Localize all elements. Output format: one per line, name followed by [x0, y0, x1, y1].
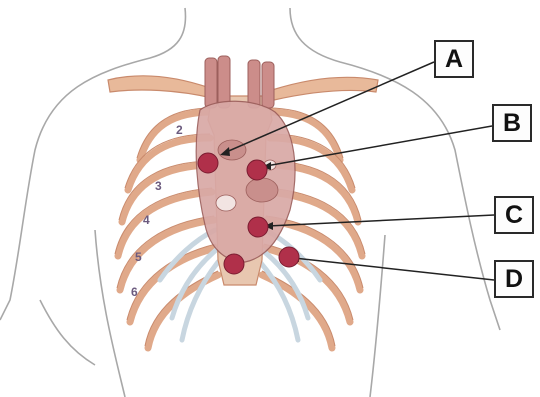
- rib-number: 6: [131, 285, 138, 299]
- leader-line-b: [266, 126, 492, 166]
- callout-b-text: B: [503, 109, 521, 138]
- callout-label-b: B: [492, 104, 532, 142]
- leader-line-c: [268, 215, 494, 226]
- rib-number: 3: [155, 179, 162, 193]
- auscultation-point-e: [224, 254, 244, 274]
- callout-c-text: C: [505, 201, 523, 230]
- callout-label-c: C: [494, 196, 534, 234]
- rib-number: 4: [143, 213, 150, 227]
- auscultation-point-c: [248, 217, 268, 237]
- callout-a-text: A: [445, 45, 463, 74]
- auscultation-point-d: [279, 247, 299, 267]
- rib-number: 5: [135, 250, 142, 264]
- callout-label-a: A: [434, 40, 474, 78]
- callout-label-d: D: [494, 260, 534, 298]
- rib-number: 2: [176, 123, 183, 137]
- auscultation-point-a: [198, 153, 218, 173]
- auscultation-point-b: [247, 160, 267, 180]
- callout-d-text: D: [505, 265, 523, 294]
